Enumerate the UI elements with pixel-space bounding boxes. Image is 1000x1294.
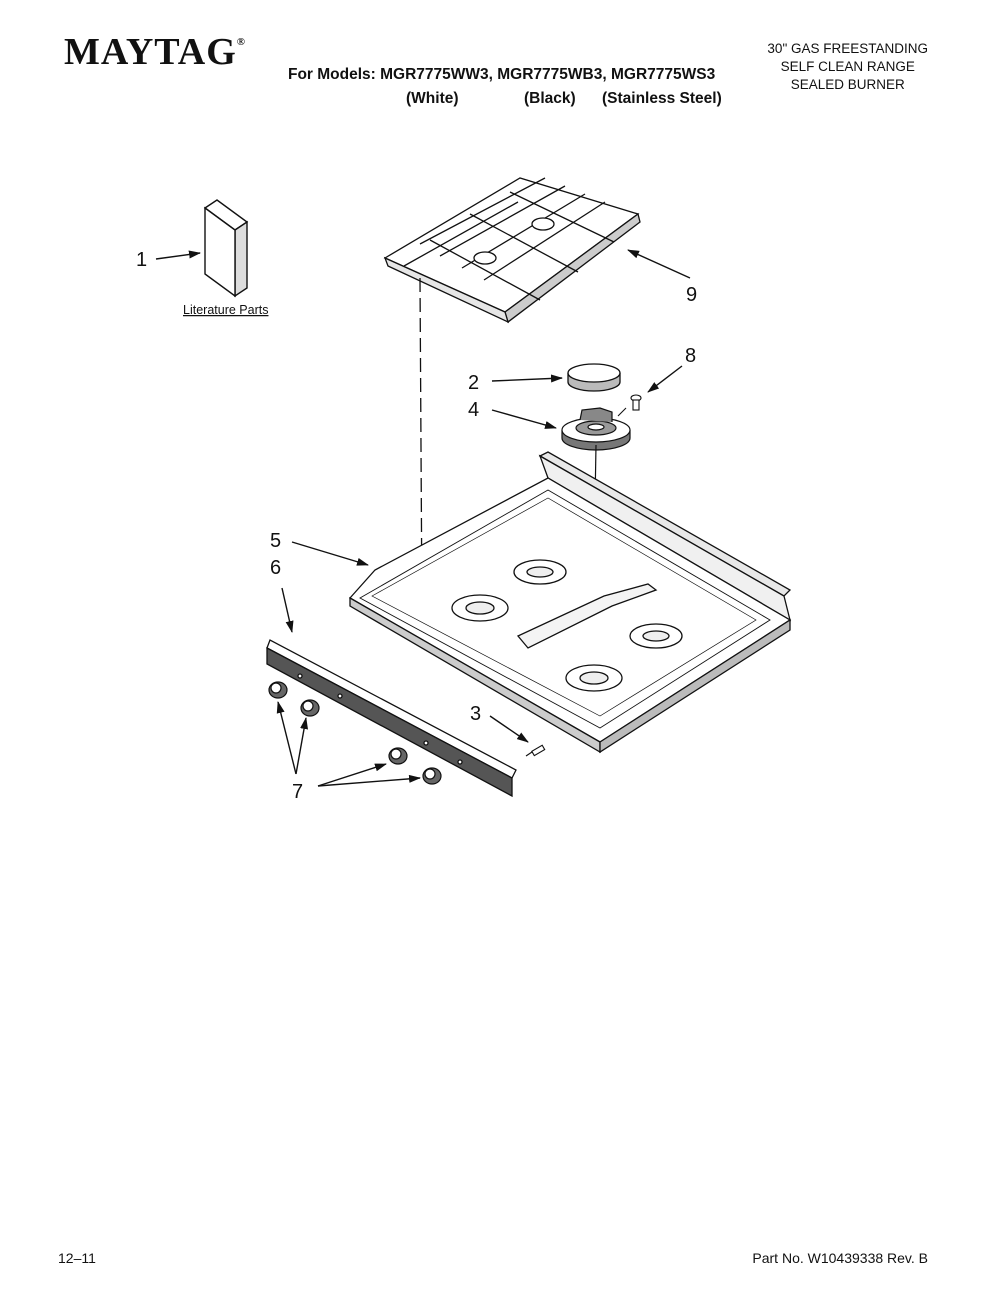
callout-4: 4 [468, 399, 479, 421]
grate [383, 177, 641, 324]
cooktop [348, 451, 792, 754]
callout-9: 9 [686, 284, 697, 306]
callout-1: 1 [136, 249, 147, 271]
callout-7: 7 [292, 781, 303, 803]
burner-screw [617, 394, 642, 417]
knob [268, 681, 288, 699]
burner-base [561, 407, 631, 451]
part-number: Part No. W10439338 Rev. B [752, 1250, 928, 1266]
callout-6: 6 [270, 557, 281, 579]
models-line: For Models: MGR7775WW3, MGR7775WB3, MGR7… [288, 66, 716, 83]
color-black: (Black) [524, 90, 576, 107]
knob [422, 767, 442, 785]
product-description: 30" GAS FREESTANDING SELF CLEAN RANGE SE… [767, 40, 928, 94]
callout-3: 3 [470, 703, 481, 725]
control-trim [266, 639, 517, 798]
trim-screw [525, 744, 546, 757]
callout-8: 8 [685, 345, 696, 367]
registered-mark: ® [236, 36, 247, 48]
callout-2: 2 [468, 372, 479, 394]
knobs [268, 681, 442, 785]
knob [300, 699, 320, 717]
callout-5: 5 [270, 530, 281, 552]
color-white: (White) [406, 90, 459, 107]
date-code: 12–11 [58, 1250, 96, 1266]
description-line-2: SELF CLEAN RANGE [780, 59, 915, 74]
burner-cap [567, 363, 621, 392]
description-line-3: SEALED BURNER [790, 77, 905, 92]
brand-logo: MAYTAG® [64, 31, 247, 73]
description-line-1: 30" GAS FREESTANDING [767, 41, 928, 56]
color-stainless: (Stainless Steel) [602, 90, 722, 107]
leader-arrows [155, 249, 691, 787]
literature-booklet [203, 199, 249, 298]
knob [388, 747, 408, 765]
literature-parts-label: Literature Parts [183, 303, 268, 317]
